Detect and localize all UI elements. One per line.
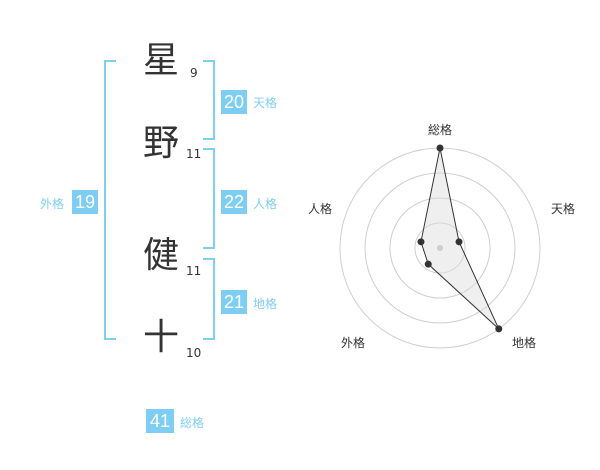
radar-axis-label-jinkaku: 人格 [308, 202, 333, 216]
radar-axis-label-tenkaku: 天格 [551, 202, 576, 216]
radar-axis-label-gaikaku: 外格 [341, 336, 366, 350]
chikaku-value: 21 [221, 290, 247, 314]
radar-center-marker [437, 245, 443, 251]
stroke-count-1: 9 [190, 66, 198, 80]
radar-grid-ring [364, 172, 516, 324]
name-char-2: 野 [143, 123, 180, 164]
stroke-count-4: 10 [186, 346, 202, 360]
radar-point-0 [436, 144, 444, 152]
radar-axis-label-chikaku: 地格 [512, 336, 537, 350]
chikaku-label: 地格 [253, 297, 278, 311]
soukaku-label: 総格 [180, 416, 205, 430]
radar-axis-label-soukaku: 総格 [428, 123, 453, 137]
radar-grid-ring [339, 147, 541, 349]
name-char-4: 十 [143, 317, 180, 358]
tenkaku-bracket [203, 60, 215, 140]
radar-grid-ring [389, 197, 491, 299]
jinkaku-bracket [203, 148, 215, 249]
tenkaku-label: 天格 [253, 96, 278, 110]
radar-grid-ring [414, 222, 466, 274]
stroke-count-3: 11 [186, 264, 202, 278]
jinkaku-value: 22 [221, 190, 247, 214]
gaikaku-label: 外格 [40, 197, 65, 211]
chikaku-bracket [203, 258, 215, 340]
gaikaku-bracket [104, 60, 116, 340]
name-char-1: 星 [143, 40, 180, 81]
stroke-count-2: 11 [186, 147, 202, 161]
soukaku-value: 41 [146, 409, 174, 433]
radar-point-1 [455, 238, 463, 246]
radar-point-4 [417, 238, 425, 246]
jinkaku-label: 人格 [253, 197, 278, 211]
radar-series-polygon [420, 147, 500, 330]
radar-point-3 [424, 260, 432, 268]
tenkaku-value: 20 [221, 90, 247, 114]
radar-point-2 [495, 325, 503, 333]
name-char-3: 健 [143, 235, 180, 276]
gaikaku-value: 19 [72, 190, 98, 214]
